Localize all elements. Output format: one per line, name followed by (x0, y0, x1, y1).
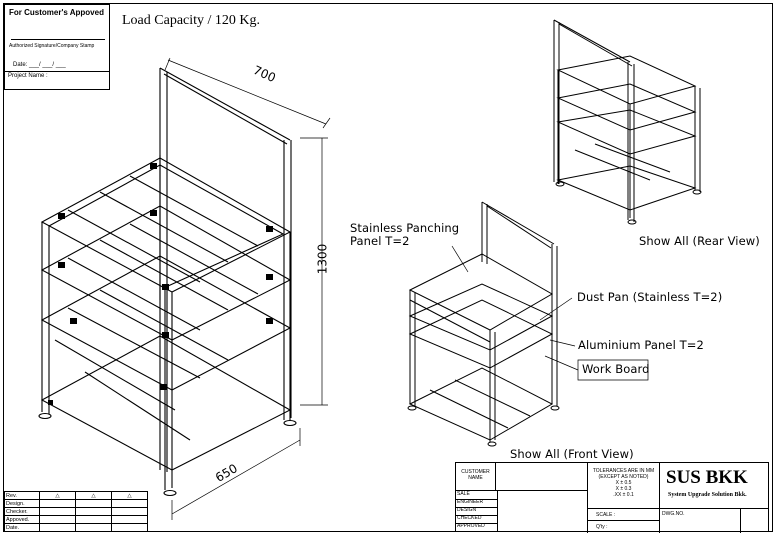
date-label: Date: ___/ ___/ ___ (13, 62, 66, 68)
dwg-no-box: DWG.NO. (660, 509, 768, 533)
customer-name-value (496, 463, 588, 491)
title-block: CUSTOMER NAME SALE ENGINEER DESIGN CHECK… (455, 462, 769, 533)
front-view-rack (407, 201, 560, 447)
company-name: SUS BKK (666, 467, 748, 488)
table-row: Design. (4, 499, 148, 508)
dimension-height: 1300 (315, 243, 330, 275)
approval-title: For Customer's Appoved (9, 8, 104, 17)
signature-label: Authorized Signature/Company Stamp (9, 43, 95, 49)
drawing-sheet-border (3, 3, 773, 532)
callout-leaders (451, 245, 649, 381)
rear-view-rack (553, 19, 702, 225)
dwg-no-label: DWG.NO. (662, 511, 685, 517)
rack-joint-brackets (48, 163, 273, 405)
company-box: SUS BKK System Upgrade Solution Bkk. (660, 463, 768, 509)
revision-triangle-icon: △ (111, 491, 148, 500)
roles-area: SALE ENGINEER DESIGN CHECKED APPROVED (456, 491, 588, 533)
main-rack-isometric (38, 67, 297, 497)
table-row: Checker. (4, 507, 148, 516)
revision-table: Rev.△△△ Design. Checker. Appoved. Date. (4, 491, 148, 532)
revision-triangle-icon: △ (75, 491, 112, 500)
table-row: Date. (4, 523, 148, 532)
dimension-lines (164, 57, 331, 520)
load-capacity-title: Load Capacity / 120 Kg. (122, 13, 261, 28)
callout-dust-pan: Dust Pan (Stainless T=2) (577, 290, 723, 304)
qty-label: Q'ty : (588, 521, 660, 533)
revision-triangle-icon: △ (39, 491, 76, 500)
scale-label: SCALE : (588, 509, 660, 521)
front-view-label: Show All (Front View) (510, 447, 634, 461)
callout-work-board: Work Board (582, 362, 650, 376)
callout-stainless-panel-1: Stainless Panching (350, 221, 460, 235)
customer-approval-box: For Customer's Appoved Authorized Signat… (4, 4, 110, 90)
customer-name-label: CUSTOMER NAME (456, 463, 496, 491)
rear-view-label: Show All (Rear View) (639, 234, 760, 248)
approval-divider (5, 71, 109, 72)
callout-stainless-panel-2: Panel T=2 (350, 234, 410, 248)
table-row: Rev.△△△ (4, 491, 148, 500)
signature-line (11, 39, 105, 40)
tolerance-box: TOLERANCES ARE IN MM (EXCEPT AS NOTED) X… (588, 463, 660, 509)
project-name-label: Project Name : (8, 73, 48, 79)
company-subtitle: System Upgrade Solution Bkk. (668, 492, 747, 498)
callout-aluminium-panel: Aluminium Panel T=2 (578, 338, 704, 352)
table-row: Appoved. (4, 515, 148, 524)
